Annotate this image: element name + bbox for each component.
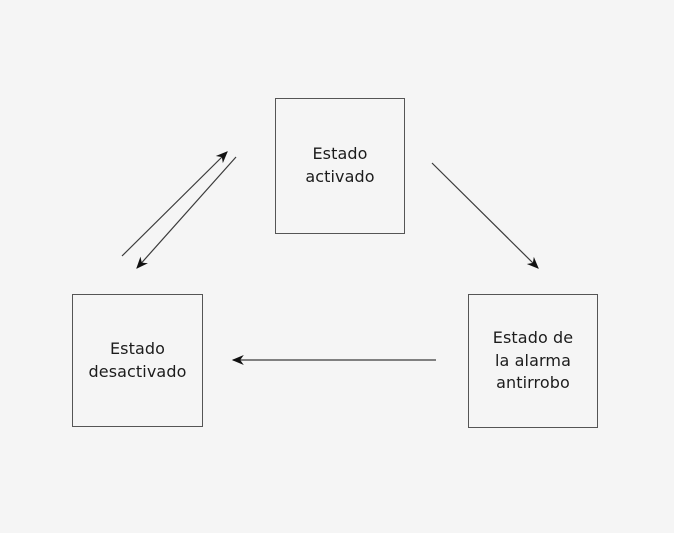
edge-desactivado-to-activado	[121, 151, 228, 257]
edge-activado-to-alarma	[431, 162, 539, 269]
state-node-alarma-label: Estado de la alarma antirrobo	[492, 327, 574, 393]
edge-activado-to-desactivado	[136, 156, 237, 269]
state-node-activado-label: Estado activado	[305, 144, 375, 186]
state-node-alarma[interactable]: Estado de la alarma antirrobo	[468, 294, 598, 428]
state-node-activado[interactable]: Estado activado	[275, 98, 405, 234]
state-node-desactivado[interactable]: Estado desactivado	[72, 294, 203, 427]
state-node-desactivado-label: Estado desactivado	[88, 338, 187, 381]
